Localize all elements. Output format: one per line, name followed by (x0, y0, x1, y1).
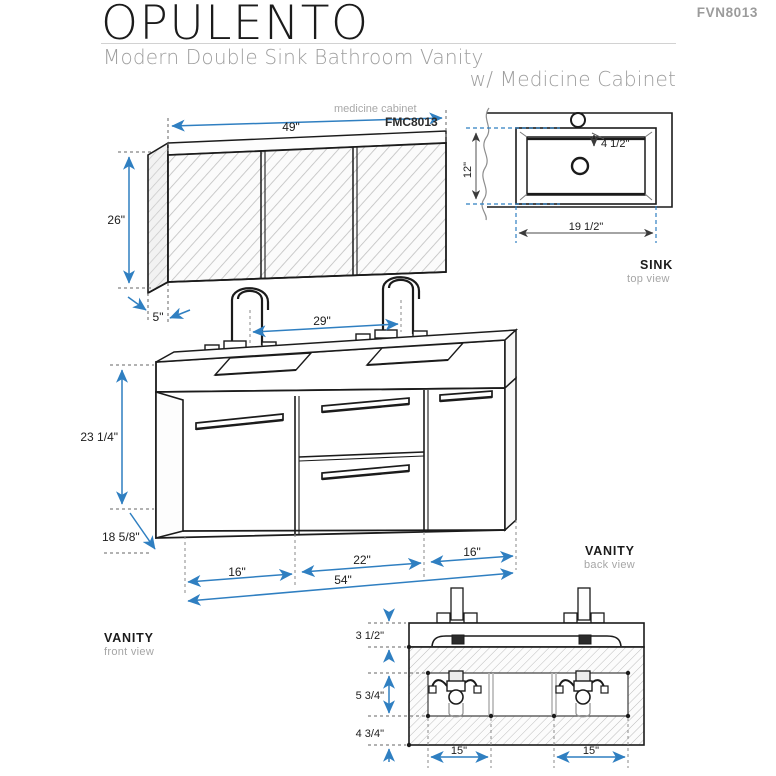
sink-width-text: 19 1/2" (569, 221, 604, 233)
page-title: OPULENTO (101, 0, 370, 51)
back-left-span-text: 15" (451, 745, 467, 757)
vanity-front-view-drawing (155, 276, 519, 540)
plumbing-right (555, 670, 609, 718)
back-middle-band-text: 5 3/4" (356, 690, 384, 702)
dimension-cabinet-width: 49" (167, 110, 447, 152)
cabinet-height-text: 26" (107, 213, 125, 227)
cabinet-width-text: 49" (282, 120, 300, 134)
center-drawers-width-text: 22" (353, 553, 371, 567)
vanity-height-text: 23 1/4" (80, 430, 118, 444)
back-bottom-band-text: 4 3/4" (356, 728, 384, 740)
medicine-cabinet-part-sku: FMC8013 (385, 115, 438, 129)
back-top-band-text: 3 1/2" (356, 630, 384, 642)
faucet-spread-text: 29" (313, 314, 331, 328)
dimension-back-bottom-band: 4 3/4" (356, 728, 406, 762)
sink-view-subtitle: top view (627, 273, 670, 285)
dimension-faucet-spread: 29" (249, 300, 402, 343)
vanity-back-view-subtitle: back view (584, 559, 635, 571)
cabinet-depth-text: 5" (153, 310, 164, 324)
dimension-back-middle-band: 5 3/4" (356, 672, 426, 717)
subtitle-line-2: w/ Medicine Cabinet (469, 67, 676, 91)
dimension-back-right-span: 15" (553, 718, 629, 768)
dimension-cabinet-depth: 5" (127, 283, 191, 324)
subtitle-line-1: Modern Double Sink Bathroom Vanity (103, 45, 484, 69)
vanity-front-view-subtitle: front view (104, 646, 155, 658)
vanity-lower-height-text: 18 5/8" (102, 530, 140, 544)
vanity-back-view-drawing (406, 587, 645, 748)
dimension-center-drawers-width: 22" (301, 532, 425, 578)
dimension-vanity-height: 23 1/4" (80, 364, 154, 510)
sink-top-view-drawing (481, 107, 673, 221)
sink-view-title: SINK (640, 258, 674, 272)
sink-depth-text: 12" (462, 162, 474, 178)
plumbing-left (428, 670, 482, 718)
vanity-front-view-title: VANITY (104, 631, 154, 645)
vanity-back-view-title: VANITY (585, 544, 635, 558)
left-door-width-text: 16" (228, 565, 246, 579)
dimension-back-left-span: 15" (427, 718, 492, 768)
dimension-back-top-band: 3 1/2" (356, 608, 406, 663)
dimension-right-door-width: 16" (430, 520, 517, 570)
header: OPULENTO FVN8013 Modern Double Sink Bath… (0, 0, 776, 95)
sink-basin-depth-text: 4 1/2" (601, 138, 629, 150)
right-door-width-text: 16" (463, 545, 481, 559)
back-faucet-right (563, 587, 605, 624)
cabinet-handles (195, 390, 493, 481)
dimension-sink-depth: 12" (462, 127, 560, 205)
dimension-sink-width: 19 1/2" (515, 206, 657, 243)
dimension-vanity-total-width: 54" (187, 568, 514, 606)
medicine-cabinet-drawing (147, 130, 447, 295)
medicine-cabinet-part-label: medicine cabinet (334, 103, 417, 115)
vanity-total-width-text: 54" (334, 573, 352, 587)
dimension-sink-basin-depth: 4 1/2" (589, 135, 629, 150)
back-right-span-text: 15" (583, 745, 599, 757)
back-faucet-left (436, 587, 478, 624)
dimension-vanity-lower-height: 18 5/8" (102, 512, 156, 554)
header-divider (101, 43, 676, 44)
dimension-cabinet-height: 26" (107, 151, 152, 289)
model-number: FVN8013 (696, 5, 758, 20)
dimension-left-door-width: 16" (184, 534, 296, 595)
